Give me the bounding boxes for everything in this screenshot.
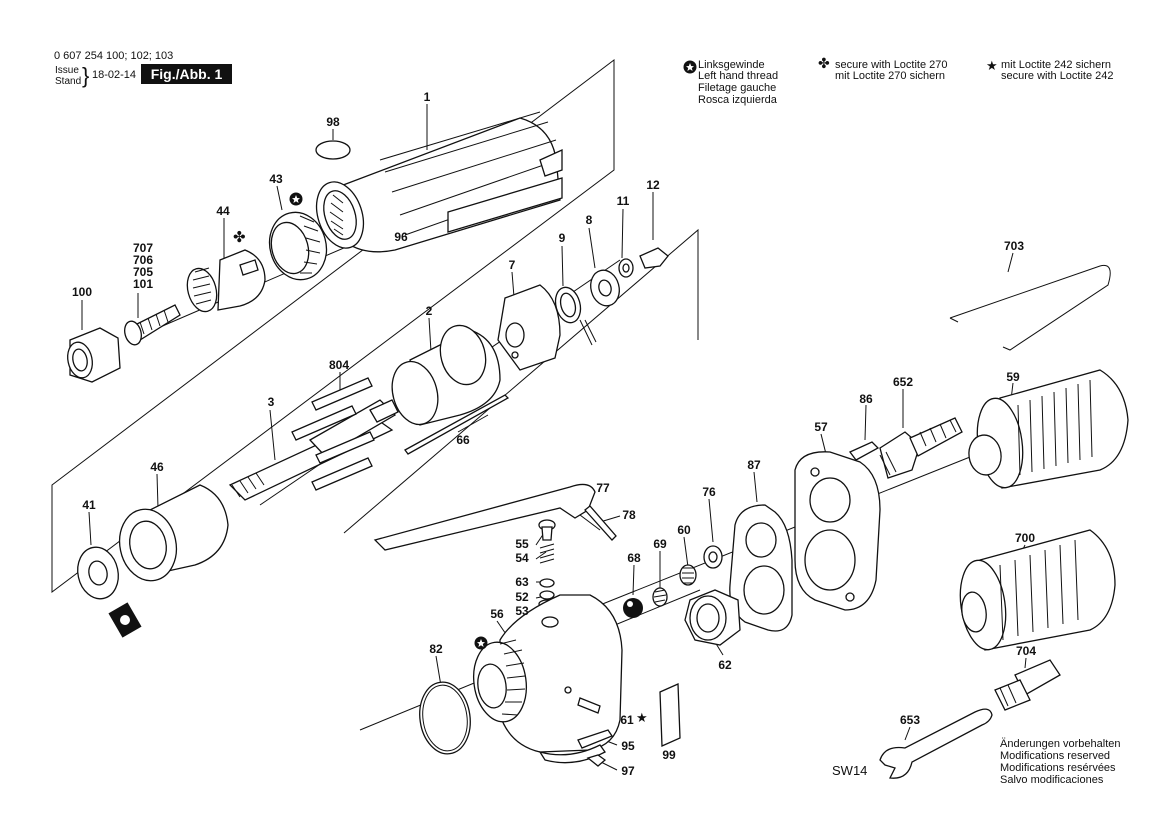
stand-label: Stand (55, 76, 82, 87)
part-number-list: 0 607 254 100; 102; 103 (54, 50, 174, 62)
callout-77: 77 (596, 481, 610, 495)
callout-8: 8 (585, 213, 593, 227)
ring-part-43 (268, 211, 328, 281)
rotor-part-3 (228, 399, 399, 501)
callout-44: 44 (216, 204, 230, 218)
callout-98: 98 (326, 115, 340, 129)
left-hand-thread-icon (289, 192, 303, 206)
callout-7: 7 (508, 258, 516, 272)
cylinder-part-7 (497, 284, 561, 371)
callout-3: 3 (267, 395, 275, 409)
fitting-part-652 (879, 417, 963, 479)
vanes-part-804 (291, 377, 375, 491)
wrench-part-653 (879, 708, 993, 779)
seal-part-98 (315, 140, 351, 160)
callout-100: 100 (71, 285, 93, 299)
callout-63: 63 (515, 575, 529, 589)
flange-part-57 (794, 451, 881, 611)
brace-glyph: } (82, 63, 90, 88)
club-icon: ✤ (818, 55, 830, 71)
callout-55: 55 (515, 537, 529, 551)
screw-part-86 (848, 441, 880, 461)
nut-part-100 (67, 327, 121, 383)
collet-part-44 (186, 249, 266, 313)
rotor-housing-part-2 (391, 324, 501, 426)
middle-group-frame (343, 228, 699, 534)
callout-95: 95 (621, 739, 635, 753)
bearing-part-41 (77, 546, 119, 600)
callout-60: 60 (677, 523, 691, 537)
wrench-size-label: SW14 (832, 763, 868, 778)
housing-part-56 (473, 594, 623, 764)
callout-804: 804 (328, 358, 350, 372)
left-hand-thread-icon (474, 636, 488, 650)
callout-56: 56 (490, 607, 504, 621)
ball-part-68 (623, 598, 643, 618)
callout-61: 61 (620, 713, 634, 727)
callout-66: 66 (456, 433, 470, 447)
figure-label: Fig./Abb. 1 (141, 64, 232, 84)
callout-54: 54 (515, 551, 529, 565)
issue-label: Issue (55, 65, 79, 76)
wire-part-703 (949, 264, 1111, 351)
callout-703: 703 (1003, 239, 1025, 253)
callout-9: 9 (558, 231, 566, 245)
callout-12: 12 (646, 178, 660, 192)
callout-653: 653 (899, 713, 921, 727)
silencer-part-700 (959, 529, 1116, 651)
callout-96: 96 (394, 230, 408, 244)
press-tool-icon (108, 602, 142, 638)
housing-part-1 (315, 111, 563, 253)
collet-part-101 (124, 304, 181, 346)
valve-parts-55-54-63 (538, 519, 556, 609)
star-icon: ★ (636, 710, 648, 725)
callout-53: 53 (515, 604, 529, 618)
callout-69: 69 (653, 537, 667, 551)
callout-41: 41 (82, 498, 96, 512)
callout-1: 1 (423, 90, 431, 104)
screw-part-97 (586, 754, 607, 767)
silencer-part-59 (968, 369, 1129, 489)
callout-57: 57 (814, 420, 828, 434)
callout-652: 652 (892, 375, 914, 389)
callout-62: 62 (718, 658, 732, 672)
callout-97: 97 (621, 764, 635, 778)
callout-705: 705 (132, 265, 154, 279)
callout-59: 59 (1006, 370, 1020, 384)
callout-46: 46 (150, 460, 164, 474)
callout-52: 52 (515, 590, 529, 604)
bearing-housing-part-46 (118, 484, 229, 582)
callout-101: 101 (132, 277, 154, 291)
nut-part-62 (684, 589, 741, 646)
callout-82: 82 (429, 642, 443, 656)
left-hand-thread-icon (683, 60, 697, 74)
callout-2: 2 (425, 304, 433, 318)
callout-700: 700 (1014, 531, 1036, 545)
part-95 (577, 729, 613, 749)
callout-87: 87 (747, 458, 761, 472)
callout-707: 707 (132, 241, 154, 255)
parts-9-8-11-12 (554, 247, 669, 346)
callout-99: 99 (662, 748, 676, 762)
callout-11: 11 (616, 194, 630, 208)
callout-706: 706 (132, 253, 154, 267)
callout-43: 43 (269, 172, 283, 186)
nipple-part-704 (994, 659, 1061, 711)
oring-part-82 (419, 681, 471, 755)
plate-part-99 (659, 683, 681, 747)
callout-78: 78 (622, 508, 636, 522)
issue-date: 18-02-14 (92, 69, 137, 81)
pin-part-66 (404, 394, 510, 455)
small-parts-76-60-69 (652, 545, 723, 607)
callout-86: 86 (859, 392, 873, 406)
callout-76: 76 (702, 485, 716, 499)
callout-68: 68 (627, 551, 641, 565)
lever-part-77 (373, 483, 617, 551)
star-icon: ★ (986, 58, 998, 73)
callout-704: 704 (1015, 644, 1037, 658)
club-icon: ✤ (233, 229, 246, 246)
